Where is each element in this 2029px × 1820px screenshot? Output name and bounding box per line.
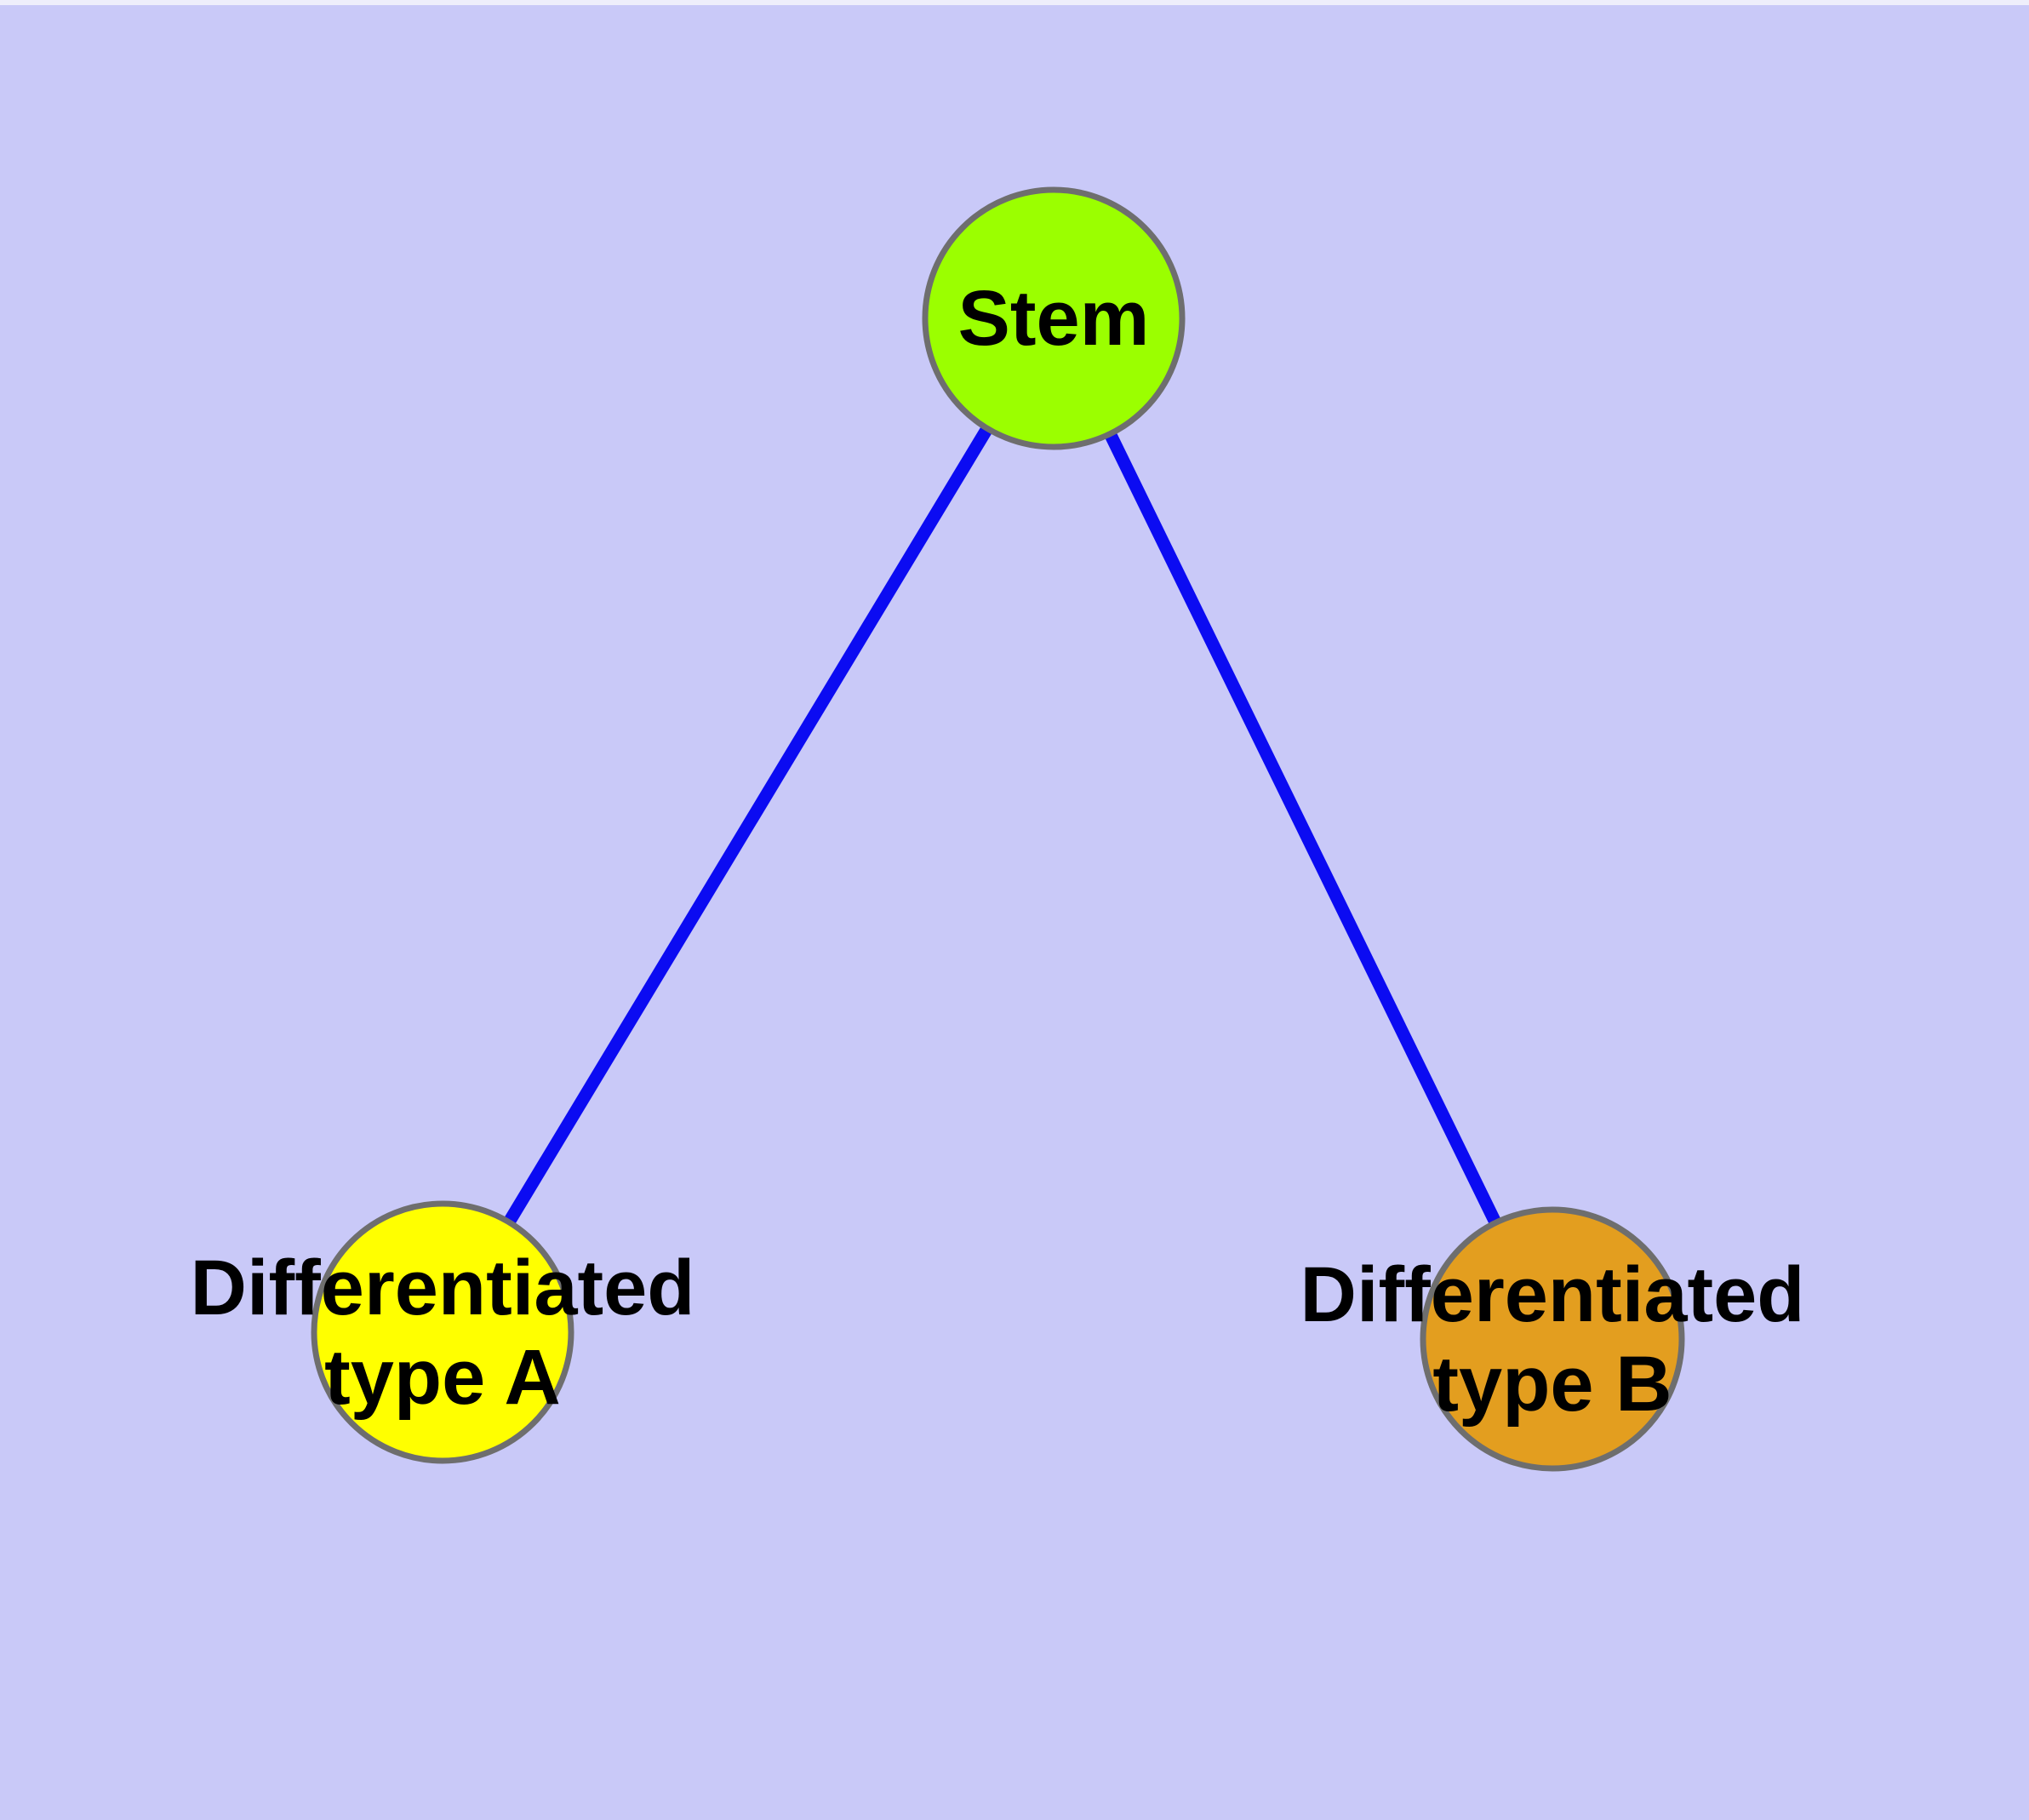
edge-stem-to-type-b	[1048, 315, 1558, 1342]
node-type-b-border	[1420, 1206, 1685, 1472]
node-stem-border	[922, 186, 1186, 450]
top-margin-strip	[0, 0, 2029, 5]
edge-stem-to-type-a	[437, 315, 1060, 1336]
node-type-b-label-line2: type B	[1432, 1341, 1672, 1428]
node-type-a-label-line2: type A	[324, 1334, 561, 1421]
node-type-a-border	[311, 1200, 574, 1464]
node-type-b-circle	[1423, 1210, 1682, 1468]
node-type-b-label-line1: Differentiated	[1300, 1251, 1805, 1338]
node-stem-circle	[925, 190, 1182, 447]
node-stem-label: Stem	[958, 275, 1150, 362]
node-type-a-circle	[314, 1204, 571, 1461]
node-type-a-label-line1: Differentiated	[191, 1245, 695, 1331]
